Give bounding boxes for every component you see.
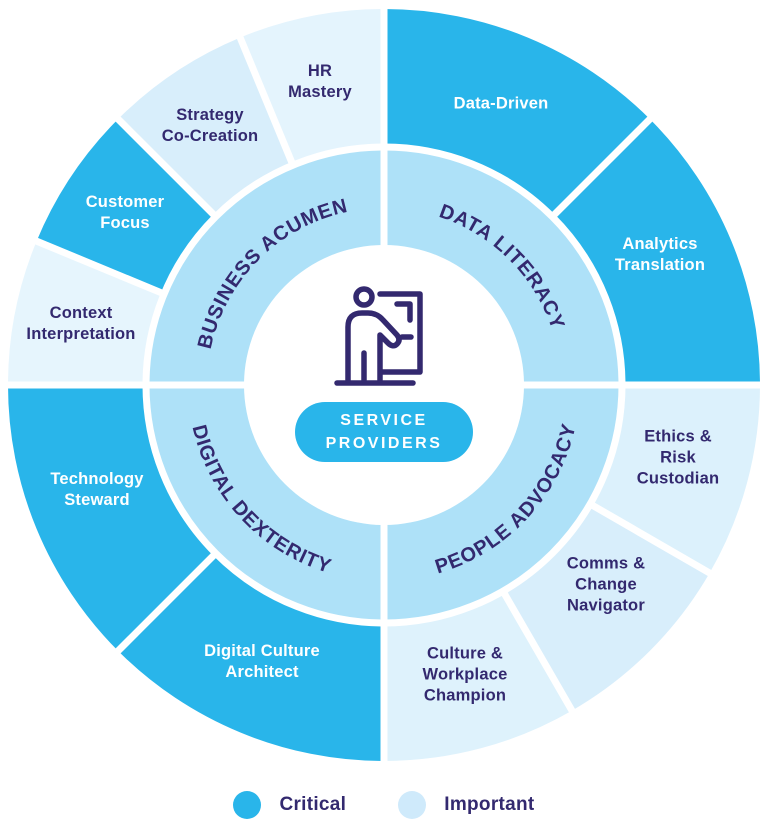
quadrant-digital-dexterity <box>149 385 384 620</box>
legend-item-important: Important <box>398 791 534 819</box>
important-swatch-icon <box>398 791 427 819</box>
quadrant-data-literacy <box>384 150 619 385</box>
legend-item-critical: Critical <box>233 791 346 819</box>
presenter-at-board-icon <box>334 286 423 386</box>
critical-swatch-icon <box>233 791 262 819</box>
legend-label-critical: Critical <box>279 794 347 815</box>
inner-ring <box>149 150 619 620</box>
quadrant-business-acumen <box>149 150 384 385</box>
segment-digital-culture-architect <box>118 555 384 761</box>
service-providers-badge: SERVICE PROVIDERS <box>295 402 473 462</box>
segment-comms-change-navigator <box>504 505 710 711</box>
legend: Critical Important <box>0 788 768 822</box>
wheel-diagram: BUSINESS ACUMEN DATA LITERACY DIGITAL DE… <box>5 6 763 764</box>
segment-data-driven <box>384 8 650 215</box>
outer-ring <box>7 8 760 761</box>
segment-dividers <box>5 6 763 764</box>
segment-technology-steward <box>7 385 214 651</box>
legend-label-important: Important <box>444 794 535 815</box>
segment-customer-focus <box>36 119 214 293</box>
segment-analytics-translation <box>554 119 760 385</box>
segment-strategy-co-creation <box>118 37 292 215</box>
quadrant-people-advocacy <box>384 385 619 620</box>
